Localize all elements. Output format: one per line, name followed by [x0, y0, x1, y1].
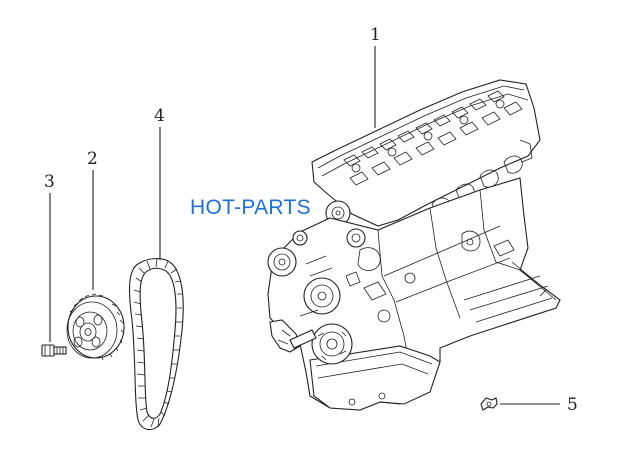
callout-5: 5 [500, 395, 578, 415]
callout-label-2: 2 [87, 149, 98, 169]
callout-3: 3 [44, 172, 55, 342]
hot-parts-watermark: HOT-PARTS [190, 196, 311, 219]
callout-label-5: 5 [567, 395, 578, 415]
engine-assembly-icon [267, 79, 561, 411]
timing-belt-icon [128, 258, 184, 431]
callout-label-3: 3 [44, 172, 55, 192]
callout-2: 2 [87, 149, 98, 290]
callout-1: 1 [370, 25, 381, 128]
timing-pulley-icon [66, 293, 125, 361]
callout-4: 4 [154, 106, 165, 260]
bolt-icon [41, 344, 67, 357]
callout-label-4: 4 [154, 106, 165, 126]
clip-icon [480, 397, 498, 411]
callout-label-1: 1 [370, 25, 381, 45]
